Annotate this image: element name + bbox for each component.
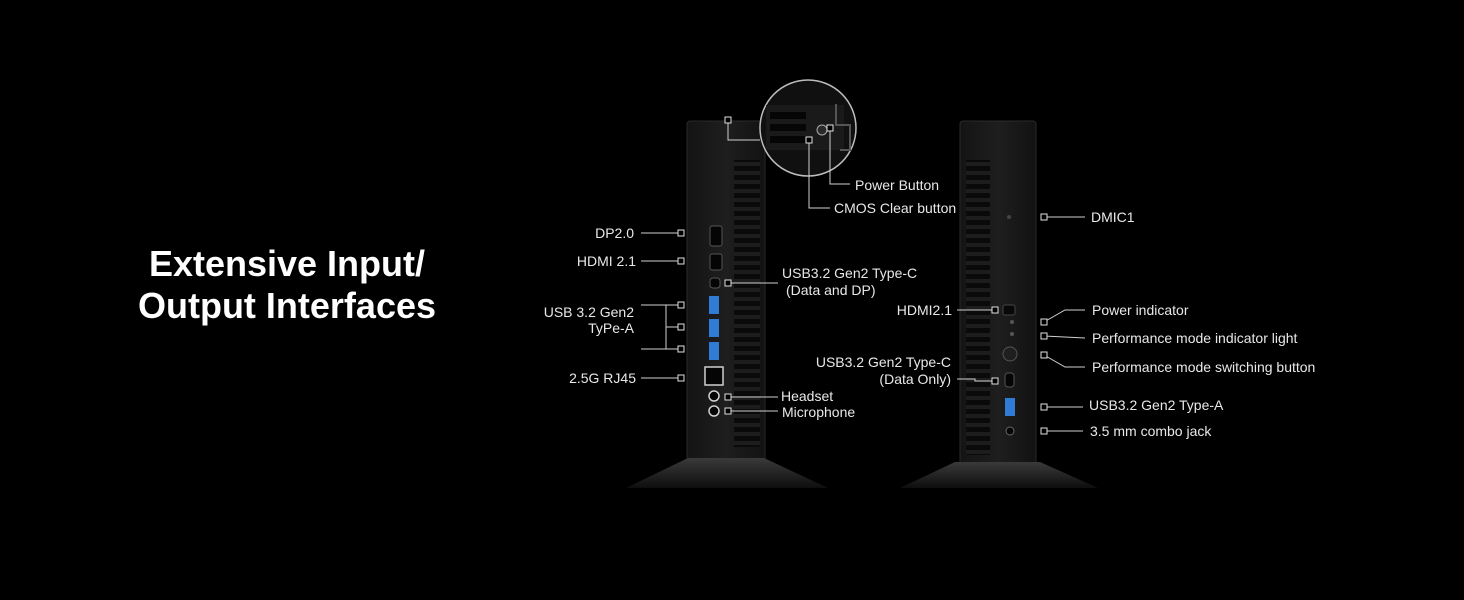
- label-hdmi: HDMI 2.1: [576, 253, 636, 269]
- label-rear-usbc-line-1: USB3.2 Gen2 Type-C: [782, 265, 918, 281]
- zoom-magnifier: [759, 79, 857, 177]
- headset-jack: [708, 390, 720, 402]
- rear-unit: [626, 120, 828, 488]
- label-dp: DP2.0: [595, 225, 634, 241]
- power-led: [1010, 320, 1014, 324]
- label-power-indicator: Power indicator: [1092, 302, 1189, 318]
- label-cmos: CMOS Clear button: [834, 200, 957, 216]
- usba-port-3: [709, 342, 719, 360]
- label-usba-line-2: TyPe-A: [588, 320, 634, 336]
- usba-port-1: [709, 296, 719, 314]
- label-combo-jack: 3.5 mm combo jack: [1090, 423, 1212, 439]
- hdmi-port: [709, 253, 723, 271]
- label-front-usba: USB3.2 Gen2 Type-A: [1089, 397, 1224, 413]
- label-perf-button: Performance mode switching button: [1092, 359, 1316, 375]
- label-rj45: 2.5G RJ45: [569, 370, 636, 386]
- label-power-button: Power Button: [855, 177, 940, 193]
- callout-markers: [677, 116, 1048, 435]
- dmic-hole: [1007, 215, 1011, 219]
- dp-port: [709, 225, 723, 247]
- perf-led: [1010, 332, 1014, 336]
- headline-line-2: Output Interfaces: [137, 285, 437, 326]
- perf-button: [1002, 346, 1018, 362]
- leader-lines: [641, 120, 1086, 432]
- usbc-port: [709, 277, 721, 289]
- front-usbc-port: [1004, 372, 1015, 388]
- front-hdmi-port: [1002, 304, 1016, 316]
- microphone-jack: [708, 405, 720, 417]
- label-front-hdmi: HDMI2.1: [896, 302, 952, 318]
- label-headset: Headset: [781, 388, 834, 404]
- label-front-usbc-line-1: USB3.2 Gen2 Type-C: [815, 354, 951, 370]
- label-perf-light: Performance mode indicator light: [1092, 330, 1298, 346]
- label-front-usbc-line-2: (Data Only): [879, 371, 951, 387]
- headline-line-1: Extensive Input/: [148, 243, 426, 284]
- headline: Extensive Input/ Output Interfaces: [0, 243, 574, 327]
- label-dmic: DMIC1: [1091, 209, 1135, 225]
- front-unit: [900, 120, 1098, 488]
- front-usba-port: [1005, 398, 1015, 416]
- label-microphone: Microphone: [782, 404, 856, 420]
- label-usba-line-1: USB 3.2 Gen2: [543, 304, 634, 320]
- rj45-port: [704, 366, 724, 386]
- usba-port-2: [709, 319, 719, 337]
- label-rear-usbc-line-2: (Data and DP): [786, 282, 876, 298]
- combo-jack: [1005, 426, 1015, 436]
